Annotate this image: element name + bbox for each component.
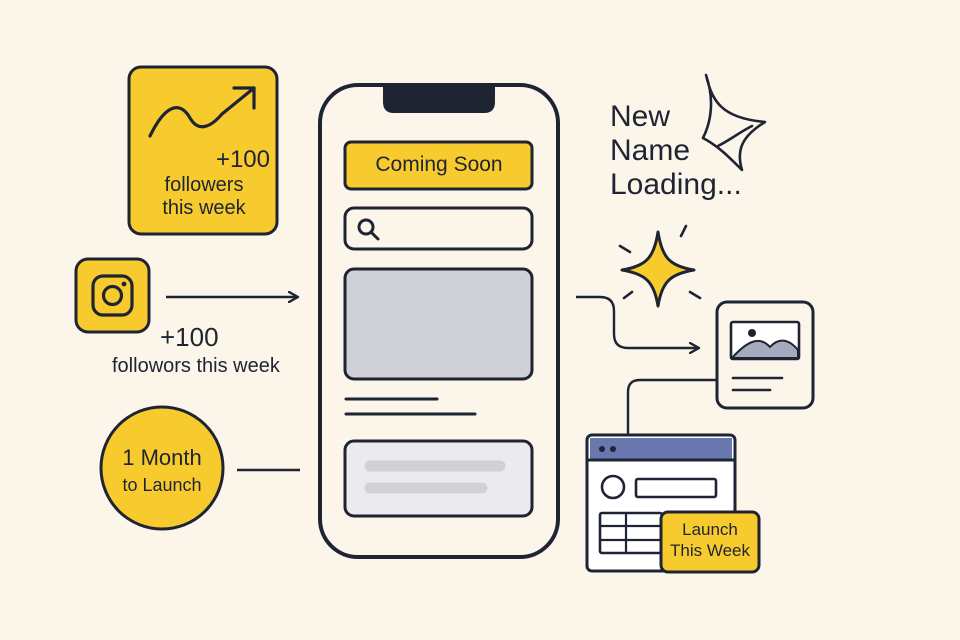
trend-arrow-icon [148,86,256,138]
launch-badge [659,510,761,574]
instagram-caption: followors this week [112,355,280,377]
sparkle-icon [618,224,702,308]
new-name-heading: New Name Loading... [610,100,742,201]
image-placeholder [343,267,534,381]
instagram-icon [74,257,151,334]
growth-card [127,65,279,236]
media-card [715,300,815,410]
countdown-caption: to Launch [122,475,202,495]
countdown-value: 1 Month [122,445,202,470]
image-icon [729,320,801,361]
browser-connector [626,378,717,436]
phone-notch [383,87,495,113]
coming-soon-banner [343,140,534,191]
phone-search-bar [343,206,534,251]
countdown-circle [99,405,225,531]
phone-mockup [318,83,560,559]
paper-plane-icon [701,73,767,172]
growth-caption: followers this week [162,174,246,219]
coming-soon-label: Coming Soon [375,153,503,176]
browser-title-bar [590,438,732,460]
launch-badge-label: Launch This Week [670,520,750,560]
growth-value: +100 [215,146,270,173]
instagram-value: +100 [160,322,219,352]
search-icon [357,218,380,241]
media-arrow [576,295,699,348]
phone-card [343,439,534,518]
